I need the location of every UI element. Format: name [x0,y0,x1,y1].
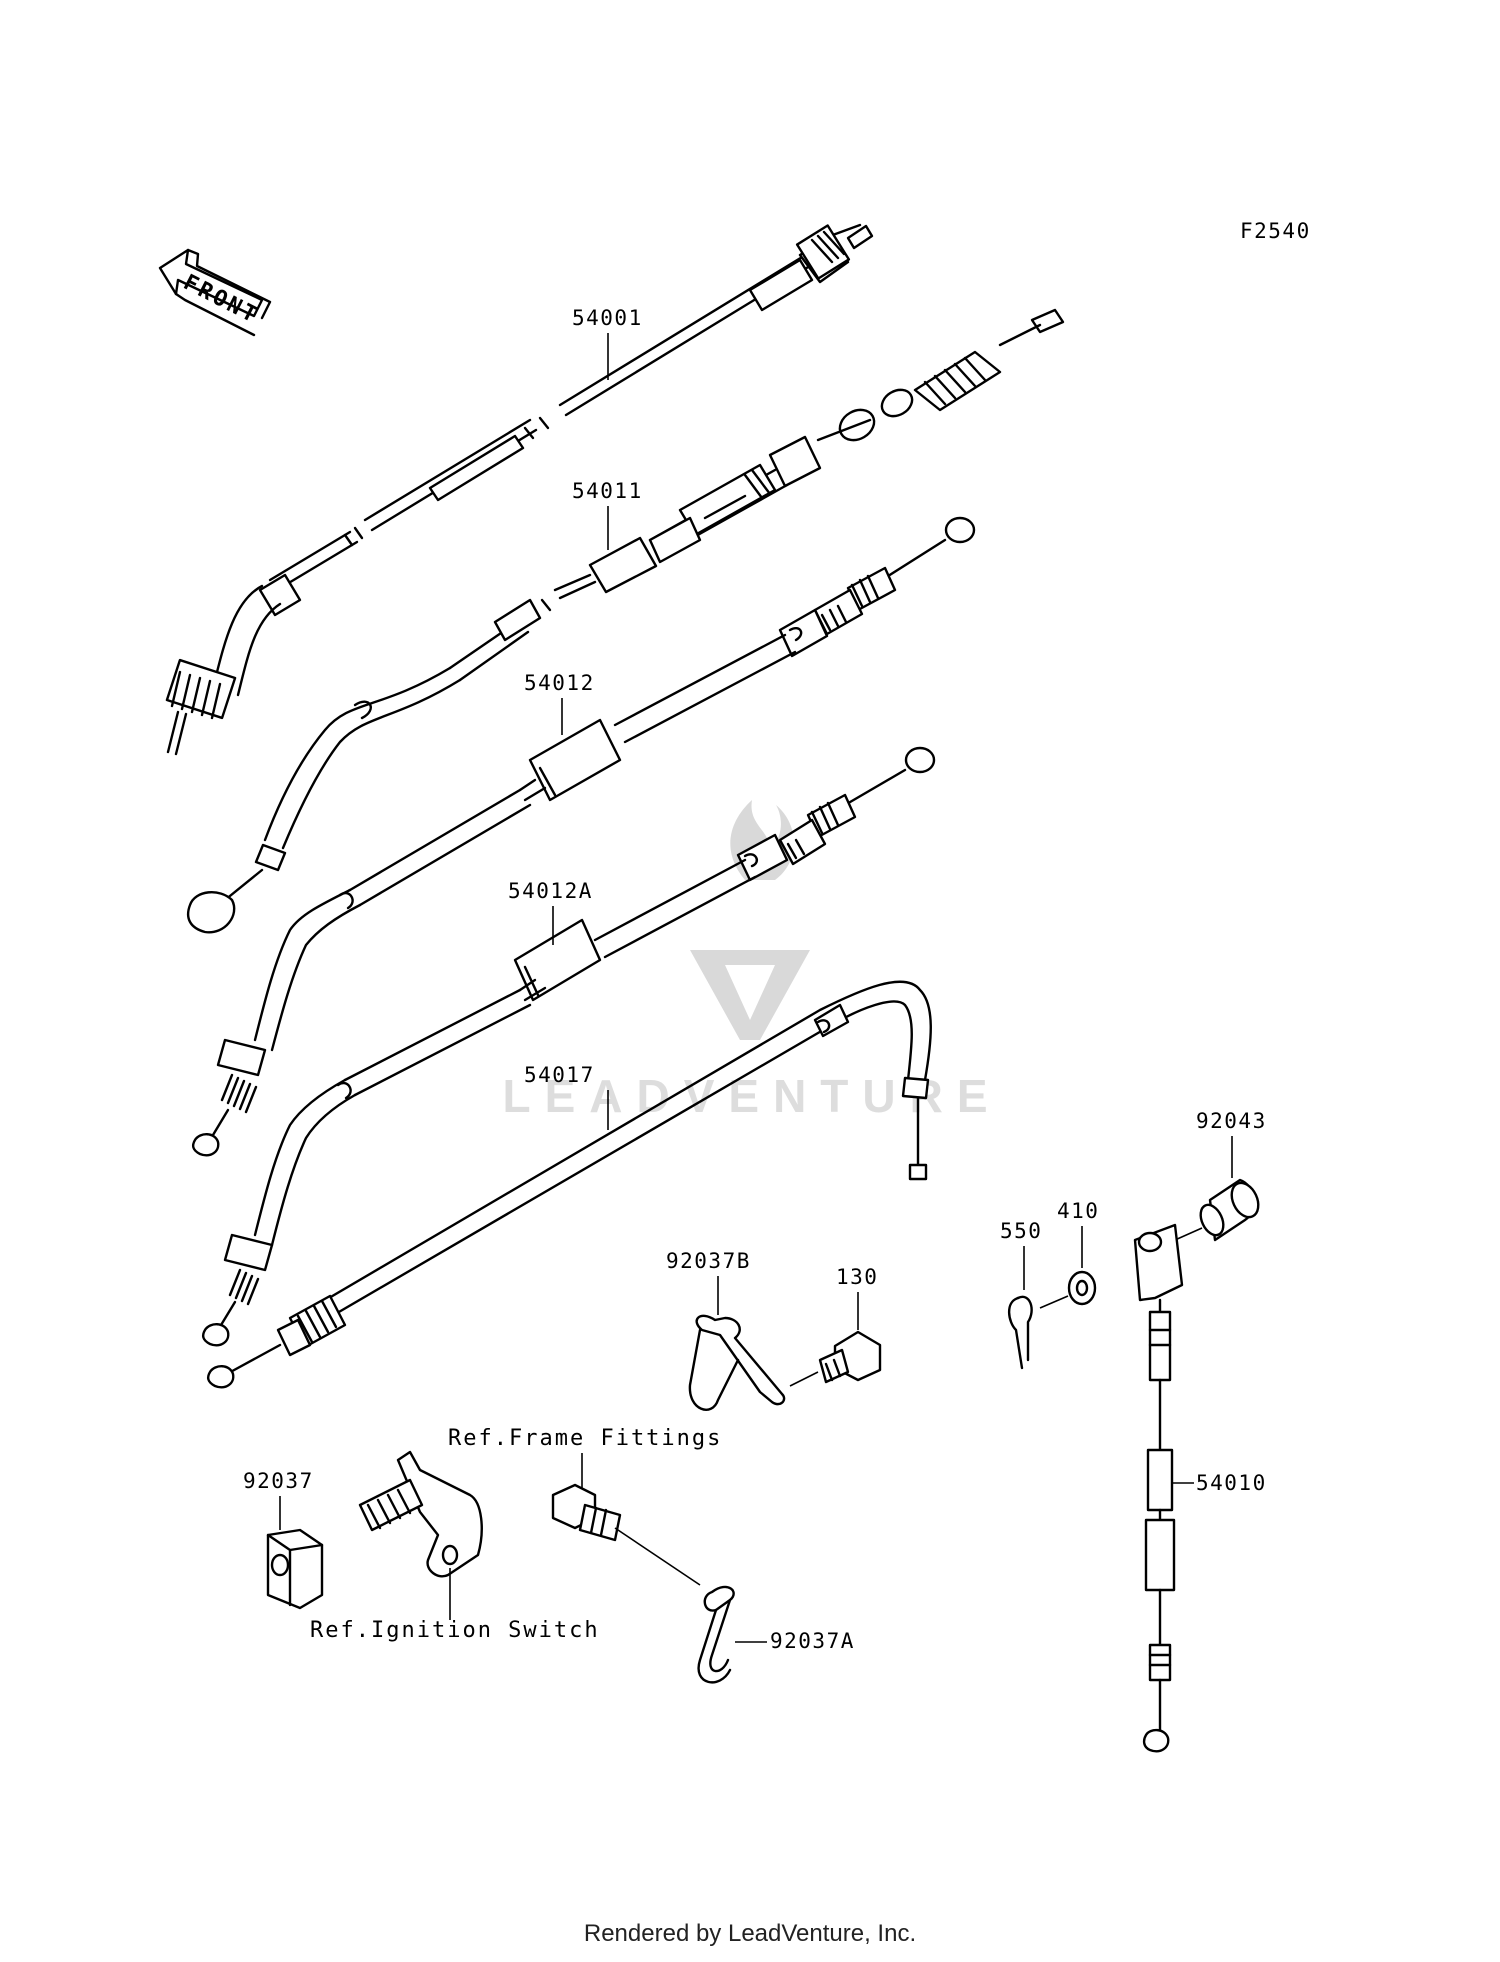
ignition-switch-ref: Ref.Ignition Switch [310,1450,600,1643]
cable-54010: 54010 [1133,1223,1267,1753]
cable-54012: 54012 [191,516,976,1157]
cable-54001: 54001 [165,223,874,756]
label-92037B: 92037B [666,1249,751,1273]
front-arrow-icon: FRONT [158,248,272,337]
label-130: 130 [836,1265,878,1289]
diagram-code: F2540 [1240,219,1311,243]
label-54012A: 54012A [508,879,593,903]
cotter-pin-550: 550 [1000,1219,1042,1370]
bolt-130: 130 [789,1265,882,1387]
label-54017: 54017 [524,1063,595,1087]
label-54001: 54001 [572,306,643,330]
cable-54012A: 54012A [201,746,936,1347]
clamp-92037B: 92037B [666,1249,786,1411]
footer-credit: Rendered by LeadVenture, Inc. [583,1920,917,1947]
cable-54017: 54017 [206,980,932,1389]
label-92037A: 92037A [770,1629,855,1653]
clamp-92037: 92037 [243,1469,324,1610]
label-410: 410 [1057,1199,1099,1223]
label-ref-frame-fittings: Ref.Frame Fittings [448,1426,722,1451]
cable-54011: 54011 [186,308,1065,934]
label-ref-ignition-switch: Ref.Ignition Switch [310,1618,600,1643]
label-550: 550 [1000,1219,1042,1243]
frame-fittings-ref: Ref.Frame Fittings [448,1426,722,1586]
label-54012: 54012 [524,671,595,695]
pin-92043: 92043 [1174,1109,1267,1242]
label-92043: 92043 [1196,1109,1267,1133]
label-54010: 54010 [1196,1471,1267,1495]
washer-410: 410 [1039,1199,1099,1309]
label-54011: 54011 [572,479,643,503]
clamp-92037A: 92037A [697,1585,855,1684]
label-92037: 92037 [243,1469,314,1493]
